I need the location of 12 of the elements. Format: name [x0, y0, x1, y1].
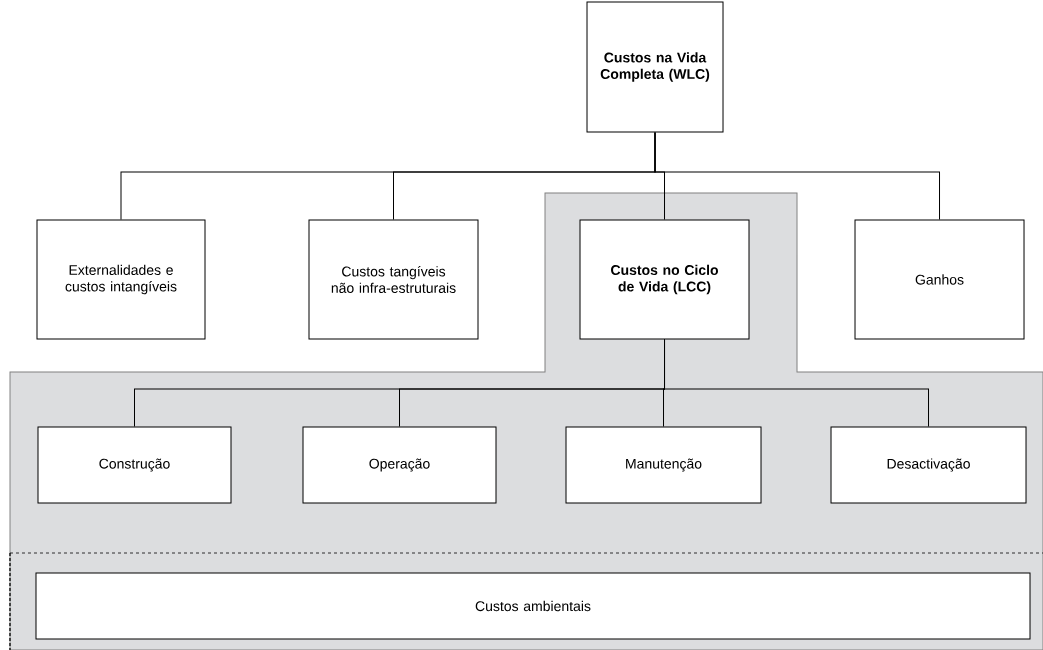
box: Desactivação — [830, 426, 1027, 504]
box: Custos na Vida Completa (WLC) — [586, 1, 724, 133]
box: Manutenção — [565, 426, 762, 504]
box: Construção — [37, 426, 232, 504]
box: Externalidades e custos intangíveis — [36, 219, 206, 340]
box: Custos no Ciclo de Vida (LCC) — [579, 219, 750, 340]
connector-line — [654, 132, 940, 220]
box: Ganhos — [854, 219, 1025, 340]
box: Custos tangíveis não infra-estruturais — [308, 219, 479, 340]
box: Operação — [302, 426, 497, 504]
box: Custos ambientais — [35, 572, 1031, 640]
connector-line — [664, 339, 929, 427]
